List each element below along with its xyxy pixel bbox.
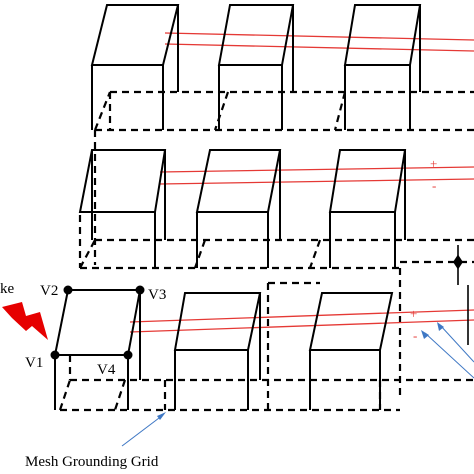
vertex-v3	[135, 285, 145, 295]
annotation-arrows	[121, 322, 474, 447]
minus-sign-bottom: -	[413, 328, 417, 343]
label-v1: V1	[25, 355, 43, 371]
building-bottom-3-roof	[308, 292, 394, 351]
building-mid-2-roof	[195, 149, 282, 213]
label-v3: V3	[148, 287, 166, 303]
vertex-v2	[63, 285, 73, 295]
vertex-v4	[123, 350, 133, 360]
building-bottom-2-roof	[173, 292, 262, 351]
plus-sign-bottom: +	[410, 306, 417, 321]
building-top-3-roof	[343, 4, 422, 66]
minus-sign-middle: -	[432, 178, 436, 193]
label-v2: V2	[40, 283, 58, 299]
plus-sign-middle: +	[430, 156, 437, 171]
building-bottom-1-roof	[53, 289, 142, 356]
label-v4: V4	[97, 362, 116, 378]
vertex-points	[50, 285, 145, 360]
building-structures	[53, 4, 422, 410]
lightning-strike-label: ke	[0, 281, 15, 297]
building-top-1-roof	[90, 4, 180, 66]
lightning-bolt-icon	[2, 302, 48, 340]
vertex-v1	[50, 350, 60, 360]
right-bus	[453, 245, 469, 345]
cable-wires	[129, 32, 474, 333]
mesh-grounding-grid-label: Mesh Grounding Grid	[25, 454, 159, 470]
